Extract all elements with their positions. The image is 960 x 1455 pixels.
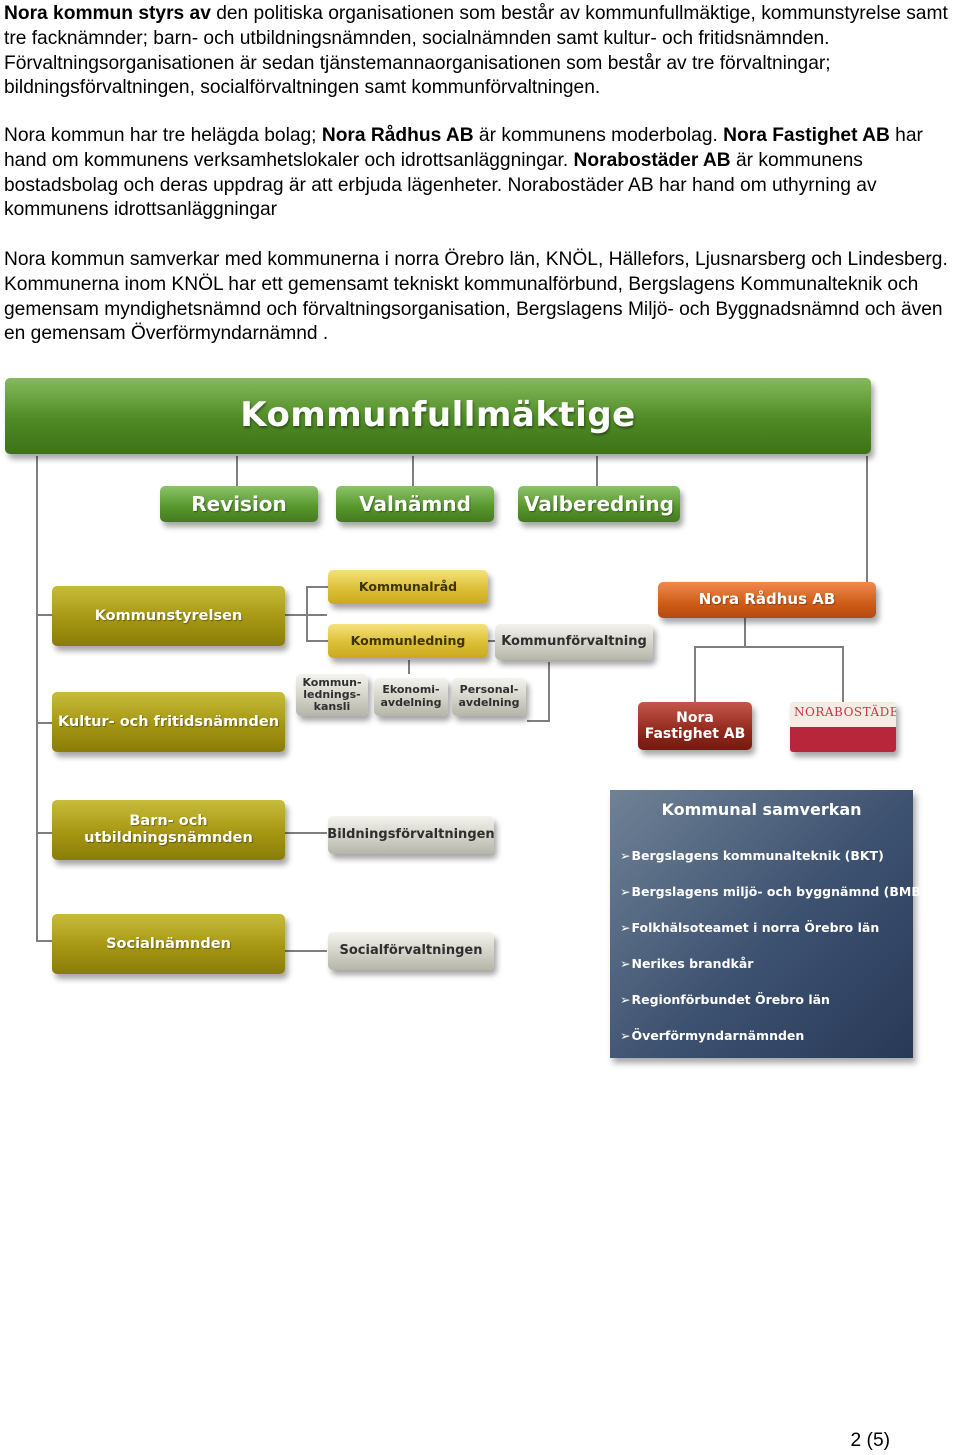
samverkan-title: Kommunal samverkan: [661, 800, 862, 819]
arrow-icon: ➢: [620, 848, 631, 863]
barn-utbildning-box: Barn- och utbildningsnämnden: [52, 800, 285, 860]
socialnamnden-box: Socialnämnden: [52, 914, 285, 974]
connector-line: [527, 720, 549, 722]
connector-line: [36, 940, 52, 942]
paragraph-text: den politiska organisationen som består …: [4, 3, 948, 99]
connector-line: [412, 456, 414, 486]
page-number: 2 (5): [850, 1430, 890, 1451]
kultur-fritid-box: Kultur- och fritidsnämnden: [52, 692, 285, 752]
valnamnd-box: Valnämnd: [336, 486, 494, 522]
socialforvaltningen-box: Socialförvaltningen: [328, 932, 494, 970]
ekonomiavdelning-box: Ekonomi- avdelning: [374, 678, 448, 716]
kommunal-samverkan-panel: Kommunal samverkan ➢Bergslagens kommunal…: [610, 790, 927, 1058]
connector-line: [236, 456, 238, 486]
connector-line: [306, 640, 328, 642]
kommunledning-box: Kommunledning: [328, 624, 488, 658]
list-item: ➢Folkhälsoteamet i norra Örebro län: [620, 920, 880, 935]
connector-line: [866, 456, 868, 602]
arrow-icon: ➢: [620, 956, 631, 971]
kommunledningskansli-box: Kommun- lednings- kansli: [296, 674, 368, 716]
arrow-icon: ➢: [620, 884, 631, 899]
kommunstyrelsen-box: Kommunstyrelsen: [52, 586, 285, 646]
org-chart: Kommunfullmäktige Revision Valnämnd Valb…: [0, 372, 960, 1072]
kommunalrad-box: Kommunalråd: [328, 570, 488, 604]
nora-radhus-box: Nora Rådhus AB: [658, 582, 876, 618]
nora-fastighet-box: Nora Fastighet AB: [638, 702, 752, 750]
connector-line: [36, 832, 52, 834]
company-name-fastighet: Nora Fastighet AB: [723, 125, 890, 146]
personalavdelning-box: Personal- avdelning: [452, 678, 526, 716]
valberedning-box: Valberedning: [518, 486, 680, 522]
revision-box: Revision: [160, 486, 318, 522]
paragraph-text: Nora kommun samverkar med kommunerna i n…: [4, 249, 948, 345]
list-item: ➢Nerikes brandkår: [620, 956, 754, 971]
paragraph-cooperation: Nora kommun samverkar med kommunerna i n…: [4, 248, 960, 347]
samverkan-list: ➢Bergslagens kommunalteknik (BKT) ➢Bergs…: [620, 848, 927, 1064]
paragraph-text: Nora kommun har tre helägda bolag;: [4, 125, 322, 146]
paragraph-text: har hand om kommunens verksamhetslokaler…: [4, 125, 923, 171]
connector-line: [285, 832, 327, 834]
arrow-icon: ➢: [620, 992, 631, 1007]
list-item: ➢Överförmyndarnämnden: [620, 1028, 805, 1043]
list-item: ➢Bergslagens kommunalteknik (BKT): [620, 848, 884, 863]
paragraph-text: är kommunens bostadsbolag och deras uppd…: [4, 149, 877, 221]
connector-line: [36, 456, 38, 942]
connector-line: [744, 617, 746, 647]
list-item: ➢Regionförbundet Örebro län: [620, 992, 830, 1007]
connector-line: [596, 456, 598, 486]
bold-lead: Nora kommun styrs av: [4, 3, 211, 24]
arrow-icon: ➢: [620, 920, 631, 935]
connector-line: [488, 640, 498, 642]
connector-line: [306, 586, 328, 588]
kommunforvaltning-box: Kommunförvaltning: [495, 624, 653, 660]
connector-line: [306, 586, 308, 642]
paragraph-governance: Nora kommun styrs av den politiska organ…: [4, 2, 960, 101]
connector-line: [36, 722, 52, 724]
connector-line: [408, 660, 410, 674]
company-name-radhus: Nora Rådhus AB: [321, 125, 474, 146]
bildningsforvaltningen-box: Bildningsförvaltningen: [327, 816, 495, 854]
company-name-norabostader: Norabostäder AB: [573, 149, 731, 171]
connector-line: [36, 614, 52, 616]
list-item: ➢Bergslagens miljö- och byggnämnd (BMB): [620, 884, 927, 899]
connector-line: [694, 646, 844, 648]
connector-line: [285, 950, 327, 952]
arrow-icon: ➢: [620, 1028, 631, 1043]
connector-line: [842, 646, 844, 702]
norabostader-logo-text: NORABOSTÄDER: [794, 705, 896, 719]
paragraph-text: är kommunens moderbolag.: [473, 125, 724, 146]
norabostader-logo: NORABOSTÄDER: [790, 702, 896, 752]
kommunfullmaktige-box: Kommunfullmäktige: [5, 378, 871, 454]
connector-line: [694, 646, 696, 702]
paragraph-companies: Nora kommun har tre helägda bolag; Nora …: [4, 124, 960, 223]
connector-line: [548, 662, 550, 722]
